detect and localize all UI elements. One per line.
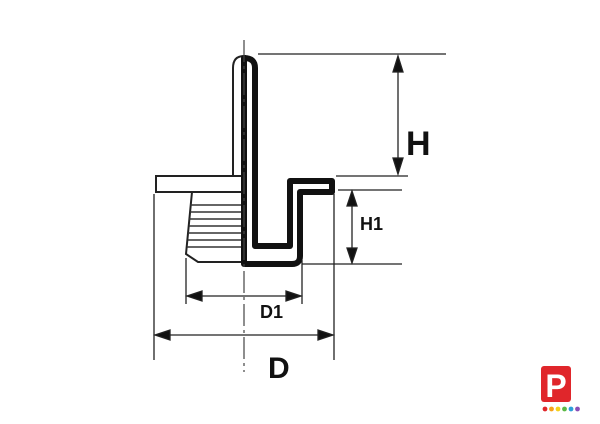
arrow-head (184, 290, 203, 302)
arrow-head (152, 329, 171, 341)
label-h: H (406, 125, 431, 163)
dimension-d1 (184, 258, 304, 304)
skirt-ribs (187, 204, 244, 248)
skirt-outline (184, 191, 244, 263)
label-d: D (268, 352, 290, 385)
label-d1: D1 (260, 302, 283, 322)
arrow-head (392, 157, 404, 177)
logo-dots (542, 406, 580, 412)
logo-dot (568, 406, 574, 412)
logo-dot (555, 406, 561, 412)
section-profile (241, 55, 335, 267)
arrow-head (317, 329, 336, 341)
logo-badge (541, 366, 571, 402)
logo-dot (562, 406, 567, 412)
logo-letter: P (545, 368, 566, 404)
dimension-d (152, 194, 336, 360)
logo-dot (575, 406, 580, 412)
dimension-h1 (302, 188, 402, 266)
label-h1: H1 (360, 214, 383, 234)
arrow-head (392, 53, 404, 73)
part-outline (155, 55, 246, 263)
flange-plate (155, 175, 245, 193)
arrow-head (285, 290, 304, 302)
logo-dot (542, 406, 548, 412)
dimension-h (258, 53, 446, 177)
brand-logo: P (541, 366, 580, 412)
arrow-head (346, 247, 358, 266)
arrow-head (346, 188, 358, 207)
logo-dot (549, 406, 554, 412)
